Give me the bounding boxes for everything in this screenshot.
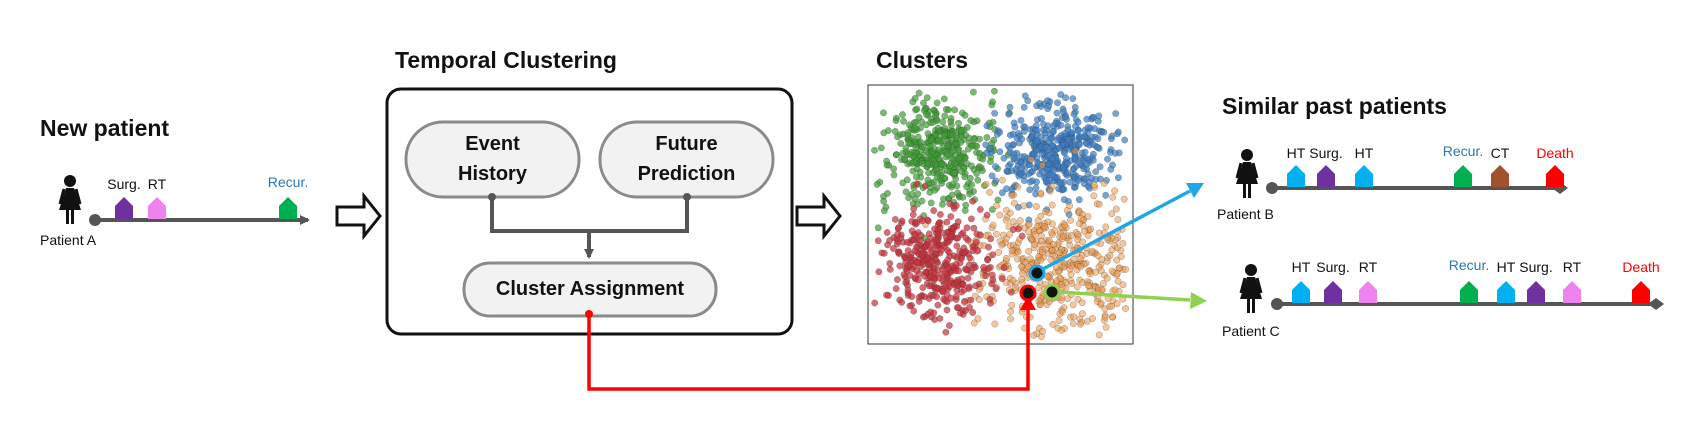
event-label: Surg.: [1316, 259, 1350, 275]
event-label: HT: [1496, 259, 1516, 275]
clusters-heading: Clusters: [876, 47, 969, 73]
event-marker-icon: [1491, 165, 1509, 187]
event-label: RT: [147, 176, 167, 192]
event-marker-icon: [1546, 165, 1564, 187]
event-label: Recur.: [1442, 143, 1484, 159]
person-icon: [57, 173, 83, 226]
person-icon: [1234, 147, 1260, 200]
event-label: Recur.: [1448, 257, 1490, 273]
event-label: HT: [1291, 259, 1311, 275]
event-label: Death: [1622, 259, 1660, 275]
event-label: Surg.: [1519, 259, 1553, 275]
patient-c-timeline: [1271, 298, 1664, 310]
link-to-patient-b: [1042, 189, 1191, 271]
feedback-arrow: [587, 308, 1030, 391]
similar-past-patients-heading: Similar past patients: [1222, 93, 1447, 119]
event-marker-icon: [1317, 165, 1335, 187]
event-label: RT: [1358, 259, 1378, 275]
event-label: CT: [1490, 145, 1510, 161]
patient-a-timeline: [89, 214, 310, 226]
event-marker-icon: [1355, 165, 1373, 187]
event-marker-icon: [1632, 281, 1650, 303]
event-marker-icon: [279, 197, 297, 219]
event-marker-icon: [1292, 281, 1310, 303]
event-label: HT: [1286, 145, 1306, 161]
event-label: Death: [1536, 145, 1574, 161]
person-icon: [1238, 262, 1264, 315]
event-marker-icon: [148, 197, 166, 219]
new-patient-heading: New patient: [40, 115, 170, 141]
patient-b-name: Patient B: [1217, 206, 1274, 222]
event-marker-icon: [1454, 165, 1472, 187]
event-marker-icon: [1497, 281, 1515, 303]
event-marker-icon: [1527, 281, 1545, 303]
event-marker-icon: [1563, 281, 1581, 303]
event-label: Recur.: [267, 174, 309, 190]
merge-connector: [490, 197, 689, 259]
patient-b-position: [1028, 264, 1046, 282]
event-marker-icon: [1287, 165, 1305, 187]
event-label: HT: [1354, 145, 1374, 161]
event-label: RT: [1562, 259, 1582, 275]
event-marker-icon: [115, 197, 133, 219]
patient-a-name: Patient A: [40, 232, 97, 248]
temporal-clustering-heading: Temporal Clustering: [395, 47, 617, 73]
cluster-assignment-label: Cluster Assignment: [495, 278, 685, 300]
patient-a-position: [1019, 284, 1037, 302]
patient-c-position: [1043, 283, 1061, 301]
hollow-arrow-icon: [335, 191, 382, 241]
event-marker-icon: [1324, 281, 1342, 303]
patient-c-name: Patient C: [1222, 323, 1280, 339]
link-to-patient-c: [1058, 290, 1191, 302]
event-marker-icon: [1359, 281, 1377, 303]
cluster-points: [871, 180, 1026, 336]
hollow-arrow-icon: [795, 191, 842, 241]
event-label: Surg.: [107, 176, 141, 192]
event-label: Surg.: [1309, 145, 1343, 161]
patient-b-timeline: [1266, 182, 1568, 194]
event-marker-icon: [1460, 281, 1478, 303]
